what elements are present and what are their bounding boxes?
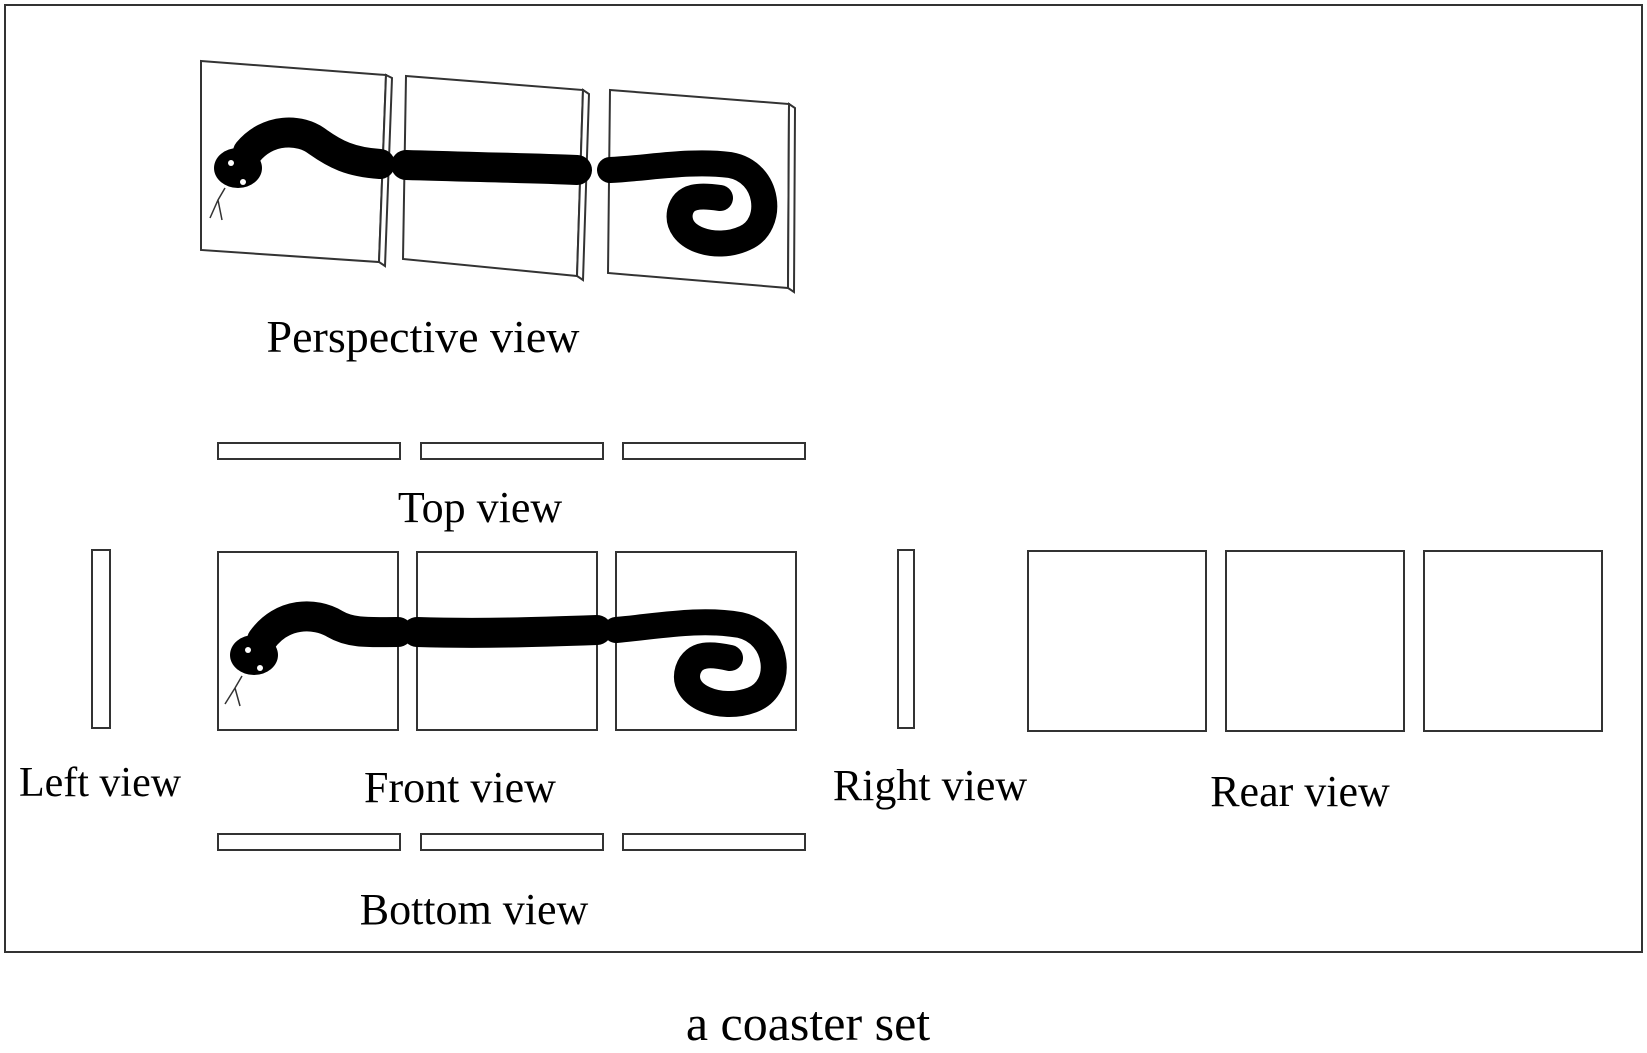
rear-coaster-3 bbox=[1423, 550, 1603, 732]
top-coaster-2 bbox=[420, 442, 604, 460]
perspective-snake-icon bbox=[209, 117, 778, 257]
perspective-view-label: Perspective view bbox=[267, 311, 581, 362]
perspective-view: Perspective view bbox=[200, 59, 797, 362]
top-view: Top view bbox=[217, 442, 806, 532]
diagram-frame bbox=[4, 4, 1643, 953]
top-coaster-1 bbox=[217, 442, 401, 460]
bottom-view-label: Bottom view bbox=[360, 885, 589, 934]
top-view-label: Top view bbox=[398, 483, 563, 532]
bottom-coaster-2 bbox=[420, 833, 604, 851]
right-coaster-edge bbox=[897, 549, 915, 729]
rear-view-label: Rear view bbox=[1210, 767, 1390, 816]
bottom-coaster-1 bbox=[217, 833, 401, 851]
bottom-view: Bottom view bbox=[217, 833, 806, 934]
right-view: Right view bbox=[833, 549, 1028, 810]
left-coaster-edge bbox=[91, 549, 111, 729]
right-view-label: Right view bbox=[833, 761, 1028, 810]
front-snake-icon bbox=[224, 601, 787, 717]
rear-view: Rear view bbox=[1027, 550, 1603, 816]
bottom-coaster-3 bbox=[622, 833, 806, 851]
rear-coaster-2 bbox=[1225, 550, 1405, 732]
left-view: Left view bbox=[19, 549, 182, 806]
front-view-label: Front view bbox=[364, 763, 556, 812]
figure-caption: a coaster set bbox=[686, 995, 930, 1051]
top-coaster-3 bbox=[622, 442, 806, 460]
rear-coaster-1 bbox=[1027, 550, 1207, 732]
front-view: Front view bbox=[217, 551, 797, 812]
left-view-label: Left view bbox=[19, 760, 182, 806]
